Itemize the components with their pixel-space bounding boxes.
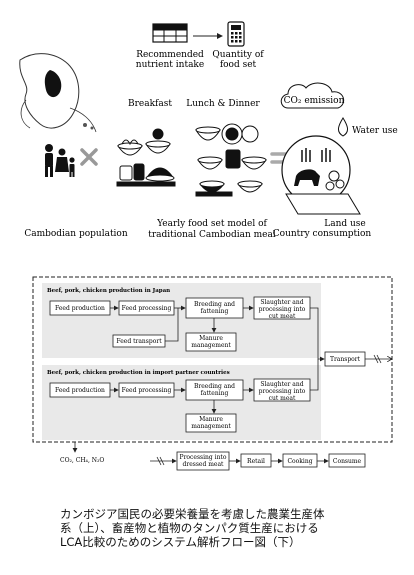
lunch-dinner-food-icons: [195, 123, 267, 197]
water-use-label: Water use: [352, 126, 398, 136]
retail-label: Retail: [247, 458, 265, 465]
breakfast-food-icons: [116, 128, 176, 187]
transport-arrows: [310, 307, 392, 391]
feed-processing-import-label: Feed processing: [122, 387, 172, 394]
japan-arrows: [110, 305, 254, 342]
feed-production-jp-label: Feed production: [55, 305, 105, 312]
cambodian-population-label: Cambodian population: [24, 229, 128, 239]
cooking-label: Cooking: [287, 458, 312, 465]
cambodia-map-icon: [19, 53, 97, 133]
lunch-dinner-label: Lunch & Dinner: [186, 99, 260, 109]
feed-transport-jp-label: Feed transport: [116, 338, 162, 345]
emissions-label: CO₂, CH₄, N₂O: [60, 457, 104, 464]
import-panel-title: Beef, pork, chicken production in import…: [47, 370, 230, 376]
nutrient-table-icon: [152, 23, 188, 43]
country-consumption-label: Country consumption: [273, 229, 372, 239]
retail-box: [240, 453, 272, 468]
country-globe-icon: [281, 135, 351, 205]
land-use-plane: [285, 193, 361, 215]
cooking-box: [282, 453, 318, 468]
family-icon: [45, 144, 75, 177]
japan-panel: [42, 283, 321, 358]
feed-processing-jp-label: Feed processing: [122, 305, 172, 312]
consume-label: Consume: [333, 458, 362, 465]
transport-label: Transport: [330, 356, 361, 363]
japan-panel-title: Beef, pork, chicken production in Japan: [47, 288, 170, 294]
lca-flow-diagram: Beef, pork, chicken production in Japan …: [32, 276, 392, 471]
consume-box: [328, 453, 366, 468]
figure-caption: カンボジア国民の必要栄養量を考慮した農業生産体 系（上）、畜産物と植物のタンパク…: [60, 507, 325, 549]
manure-jp: [185, 332, 237, 352]
manure-import: [185, 413, 237, 433]
feed-production-import-label: Feed production: [55, 387, 105, 394]
land-use-label: Land use: [324, 219, 366, 229]
water-drop-icon: [338, 117, 348, 137]
calculator-icon: [227, 21, 245, 47]
co2-emission-label: CO₂ emission: [284, 96, 345, 106]
import-arrows: [110, 387, 254, 414]
import-panel: [42, 365, 321, 440]
co2-cloud-icon: [280, 82, 345, 109]
multiply-icon: [80, 148, 98, 166]
breakfast-label: Breakfast: [128, 99, 172, 109]
